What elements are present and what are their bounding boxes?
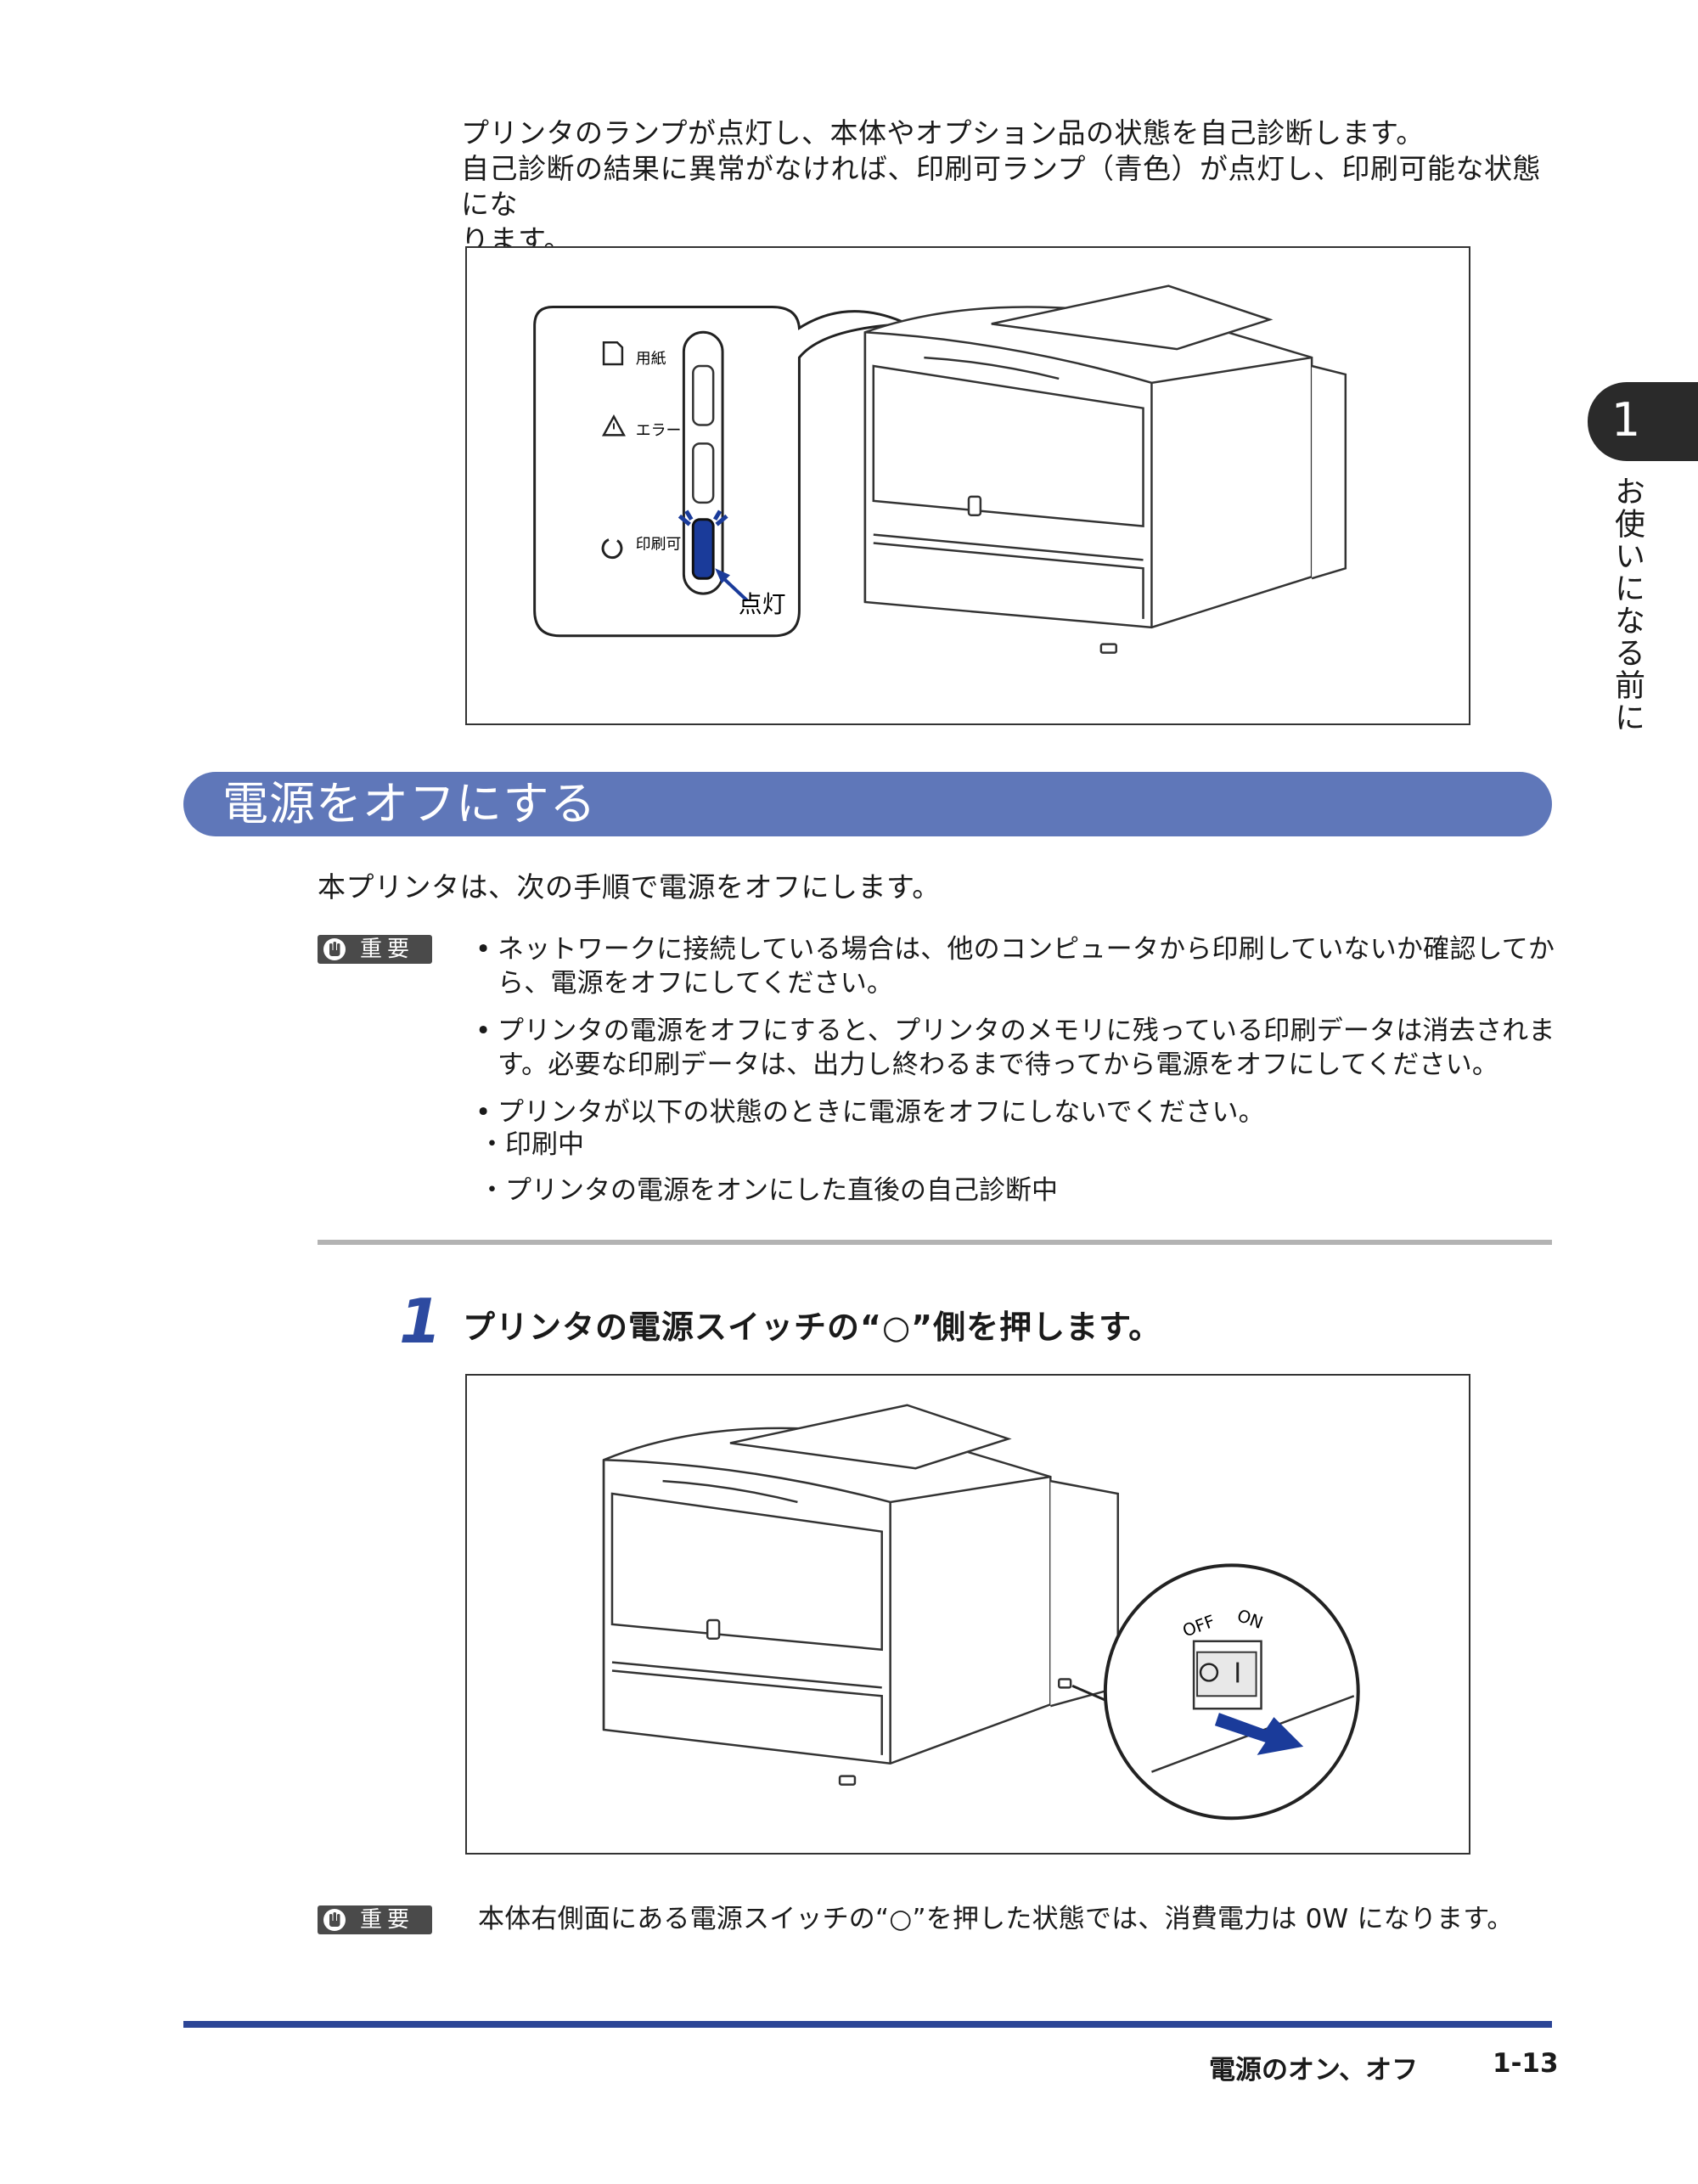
label-lit: 点灯 xyxy=(739,590,786,618)
important-note-2: 本体右側面にある電源スイッチの“○”を押した状態では、消費電力は 0W になりま… xyxy=(478,1904,1514,1934)
off-symbol-icon xyxy=(1199,1663,1219,1682)
important-bullet-1: ネットワークに接続している場合は、他のコンピュータから印刷していないか確認してか… xyxy=(474,932,1556,1000)
footer-rule xyxy=(183,2021,1552,2028)
important-bullets: ネットワークに接続している場合は、他のコンピュータから印刷していないか確認してか… xyxy=(474,932,1556,1143)
lamp-glow-ticks xyxy=(678,509,728,526)
lamp-panel-illustration: 用紙 エラー 印刷可 点灯 xyxy=(533,284,1347,654)
important-bullet-2: プリンタの電源をオフにすると、プリンタのメモリに残っている印刷データは消去されま… xyxy=(474,1014,1556,1082)
label-error: エラー xyxy=(636,421,682,439)
important-subitems: ・印刷中 ・プリンタの電源をオンにした直後の自己診断中 xyxy=(479,1128,1058,1219)
label-paper: 用紙 xyxy=(636,350,666,368)
important-badge-label: 重要 xyxy=(360,937,415,962)
important-badge-label: 重要 xyxy=(360,1907,415,1933)
warning-icon xyxy=(601,414,626,436)
step-number: 1 xyxy=(399,1286,442,1357)
label-ready: 印刷可 xyxy=(636,535,682,553)
intro-line-2: 自己診断の結果に異常がなければ、印刷可ランプ（青色）が点灯し、印刷可能な状態にな xyxy=(461,152,1542,221)
power-switch-illustration: OFF ON xyxy=(602,1404,1360,1821)
lamp-ready-lit xyxy=(691,518,715,580)
step-text: プリンタの電源スイッチの“○”側を押します。 xyxy=(463,1309,1162,1346)
intro-text: プリンタのランプが点灯し、本体やオプション品の状態を自己診断します。 自己診断の… xyxy=(461,115,1556,258)
divider xyxy=(318,1240,1552,1245)
figure-lamp-panel: 用紙 エラー 印刷可 点灯 xyxy=(465,246,1470,725)
printer-drawing xyxy=(863,284,1347,654)
section-title: 電源をオフにする xyxy=(222,777,597,830)
chapter-tab: 1 xyxy=(1588,382,1698,461)
printer-drawing-2 xyxy=(602,1404,1119,1786)
section-header: 電源をオフにする xyxy=(183,772,1552,836)
footer-title: 電源のオン、オフ xyxy=(1209,2055,1419,2085)
press-arrow-icon xyxy=(1214,1713,1304,1755)
important-badge-2: 重要 xyxy=(318,1905,432,1934)
hand-stop-icon xyxy=(323,1909,346,1931)
chapter-number: 1 xyxy=(1611,393,1641,447)
important-badge-1: 重要 xyxy=(318,935,432,964)
page-number: 1-13 xyxy=(1493,2048,1559,2079)
hand-stop-icon xyxy=(323,938,346,960)
lamp-paper xyxy=(692,364,715,426)
chapter-title: お使いになる前に xyxy=(1610,476,1645,734)
lamp-error xyxy=(692,442,715,504)
ready-icon xyxy=(601,538,623,560)
section-lead: 本プリンタは、次の手順で電源をオフにします。 xyxy=(318,870,941,903)
figure-power-switch: OFF ON xyxy=(465,1374,1470,1855)
important-sub-1: ・印刷中 xyxy=(479,1129,584,1160)
paper-icon xyxy=(602,341,624,366)
intro-line-1: プリンタのランプが点灯し、本体やオプション品の状態を自己診断します。 xyxy=(461,116,1425,149)
important-bullet-3: プリンタが以下の状態のときに電源をオフにしないでください。 xyxy=(474,1095,1556,1129)
important-sub-2: ・プリンタの電源をオンにした直後の自己診断中 xyxy=(479,1175,1058,1206)
